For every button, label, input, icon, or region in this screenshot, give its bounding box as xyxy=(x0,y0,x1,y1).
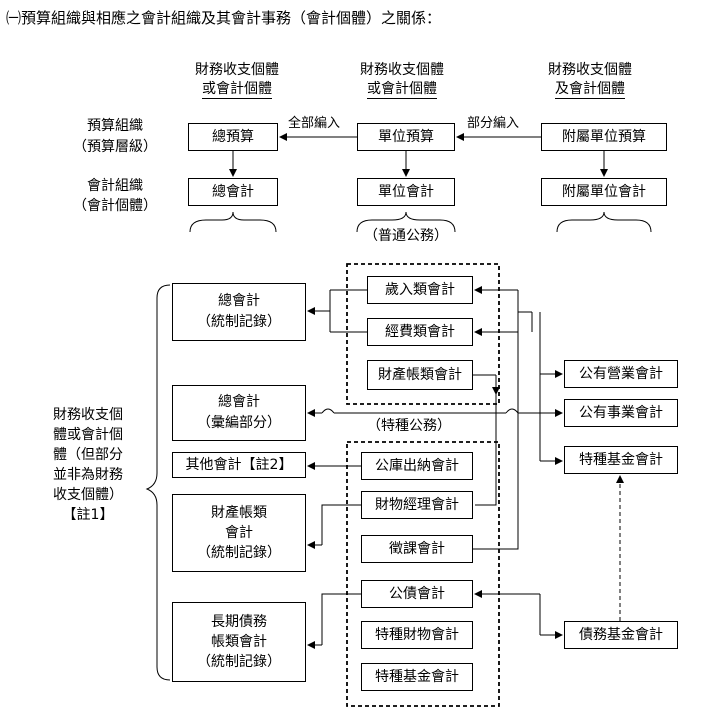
longterm-line1: 長期債務 xyxy=(211,613,267,630)
public-enterprise-accounting-box: 公有營業會計 xyxy=(564,360,678,388)
total-accounting-statistical-box: 總會計 （統制記錄） xyxy=(172,283,306,341)
special-affairs-label: （特種公務） xyxy=(367,418,451,434)
brace-subsidiary xyxy=(556,211,652,233)
brace-total xyxy=(189,211,277,233)
general-affairs-label: （普通公務） xyxy=(364,228,448,244)
flow-label-partial: 部分編入 xyxy=(467,116,520,131)
left-big-brace xyxy=(145,284,171,681)
subsidiary-budget-box: 附屬單位預算 xyxy=(541,123,667,151)
public-utility-accounting-box: 公有事業會計 xyxy=(564,399,678,427)
expenditure-accounting-box: 經費類會計 xyxy=(367,318,473,346)
unit-budget-box: 單位預算 xyxy=(357,123,455,151)
left-brace-line-4: 並非為財務 xyxy=(53,467,123,483)
longterm-debt-accounting-box: 長期債務 帳類會計 （統制記錄） xyxy=(172,602,306,682)
other-accounting-box: 其他會計【註2】 xyxy=(172,452,306,478)
property-accounting-box: 財產帳類 會計 （統制記錄） xyxy=(172,494,306,572)
row-label-budget-level: （預算層級） xyxy=(73,139,157,155)
left-brace-line-6: 【註1】 xyxy=(62,507,114,523)
row-label-accounting-org: 會計組織 xyxy=(87,178,143,194)
subsidiary-accounting-box: 附屬單位會計 xyxy=(541,178,667,206)
property-line1: 財產帳類 xyxy=(211,504,267,521)
left-brace-line-3: 體（但部分 xyxy=(53,447,123,463)
left-brace-line-2: 體或會計個 xyxy=(53,427,123,443)
column-header-2-line1: 財務收支個體 xyxy=(360,62,444,78)
left-brace-text: 財務收支個 體或會計個 體（但部分 並非為財務 收支個體） 【註1】 xyxy=(28,405,148,525)
general-affairs-dashed-group xyxy=(346,263,500,405)
column-header-1-line2: 或會計個體 xyxy=(202,81,272,99)
brace-unit xyxy=(356,211,456,233)
total-stat-line2: （統制記錄） xyxy=(197,314,281,330)
treasury-accounting-box: 公庫出納會計 xyxy=(361,452,473,480)
column-header-1-line1: 財務收支個體 xyxy=(195,62,279,78)
longterm-line3: （統制記錄） xyxy=(197,653,281,670)
unit-accounting-box: 單位會計 xyxy=(357,178,455,206)
special-fund-accounting-left-box: 特種基金會計 xyxy=(361,663,473,691)
column-header-3-line2: 及會計個體 xyxy=(555,81,625,99)
longterm-line2: 帳類會計 xyxy=(211,633,267,650)
left-brace-line-5: 收支個體） xyxy=(53,487,123,503)
column-header-3-line1: 財務收支個體 xyxy=(548,62,632,78)
revenue-accounting-box: 歲入類會計 xyxy=(367,276,473,304)
column-header-2: 財務收支個體 或會計個體 xyxy=(347,62,457,99)
tax-accounting-box: 徵課會計 xyxy=(361,535,473,563)
flow-label-full: 全部編入 xyxy=(288,116,341,131)
total-budget-box: 總預算 xyxy=(188,123,278,151)
special-fund-accounting-right-box: 特種基金會計 xyxy=(564,446,678,474)
public-debt-accounting-box: 公債會計 xyxy=(361,580,473,608)
debt-fund-accounting-box: 債務基金會計 xyxy=(564,621,678,649)
column-header-2-line2: 或會計個體 xyxy=(367,81,437,99)
column-header-3: 財務收支個體 及會計個體 xyxy=(535,62,645,99)
total-stat-line1: 總會計 xyxy=(218,293,260,309)
total-compile-line2: （彙編部分） xyxy=(197,415,281,431)
property-line3: （統制記錄） xyxy=(197,544,281,561)
property-line2: 會計 xyxy=(225,524,253,541)
heading: ㈠預算組織與相應之會計組織及其會計事務（會計個體）之關係： xyxy=(6,9,442,27)
left-brace-line-1: 財務收支個 xyxy=(53,407,123,423)
column-header-1: 財務收支個體 或會計個體 xyxy=(182,62,292,99)
special-property-accounting-box: 特種財物會計 xyxy=(361,621,473,649)
property-management-accounting-box: 財物經理會計 xyxy=(361,491,473,519)
total-accounting-compile-box: 總會計 （彙編部分） xyxy=(172,385,306,441)
total-compile-line1: 總會計 xyxy=(218,394,260,410)
total-accounting-box: 總會計 xyxy=(188,178,278,206)
row-label-accounting-entity: （會計個體） xyxy=(73,198,157,214)
property-ledger-accounting-box: 財產帳類會計 xyxy=(367,360,473,390)
row-label-budget-org: 預算組織 xyxy=(87,118,143,134)
special-affairs-dashed-group xyxy=(346,441,500,707)
